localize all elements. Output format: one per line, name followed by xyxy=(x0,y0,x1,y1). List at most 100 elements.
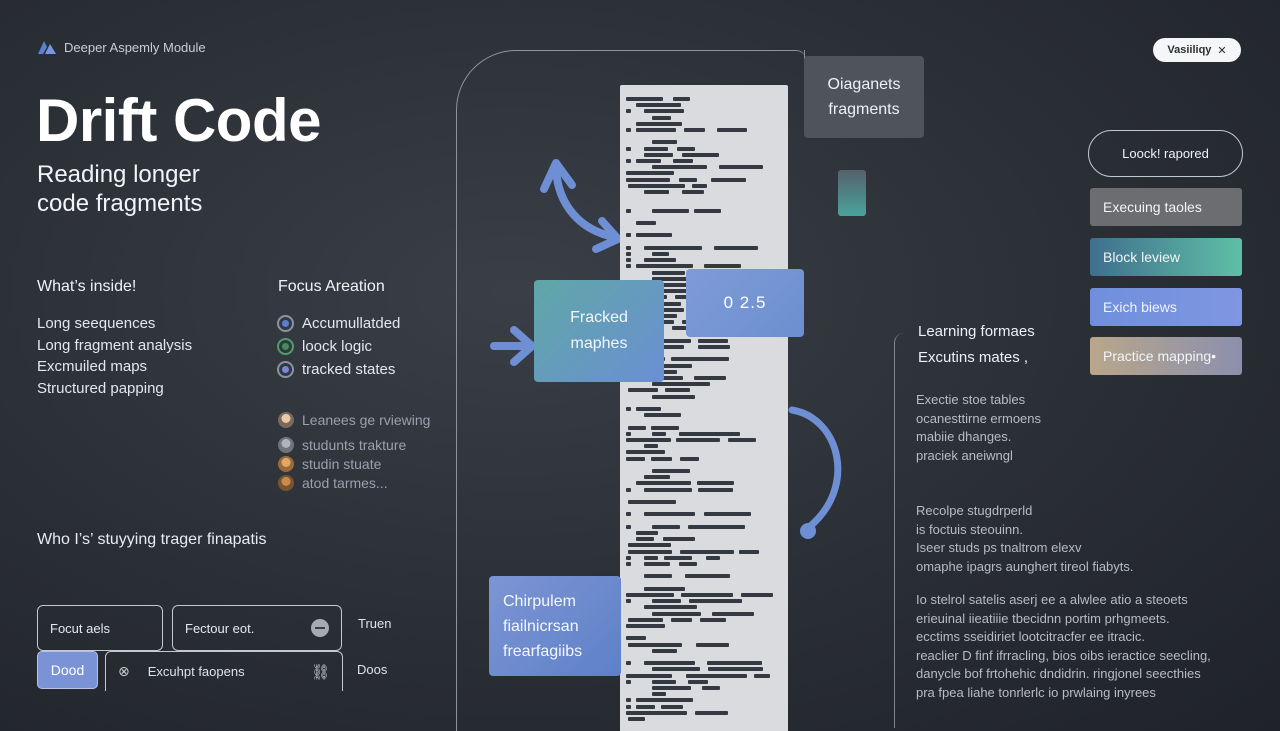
code-line xyxy=(628,177,670,182)
code-line xyxy=(626,679,631,684)
close-circle-icon[interactable]: ⊗ xyxy=(118,663,130,679)
code-line xyxy=(636,103,681,108)
code-line xyxy=(663,537,695,542)
code-line xyxy=(714,245,758,250)
paragraph: Io stelrol satelis aserj ee a alwlee ati… xyxy=(916,592,1211,700)
code-line xyxy=(652,469,690,473)
chirp-card[interactable]: Chirpulem fiailnicrsan frearfagiibs xyxy=(489,576,621,676)
code-line xyxy=(628,97,663,101)
code-line xyxy=(704,264,741,269)
code-line xyxy=(636,407,661,411)
code-line xyxy=(644,245,702,250)
code-line xyxy=(697,481,734,486)
code-line xyxy=(626,208,631,213)
code-line xyxy=(739,549,759,554)
learner-list: Leanees ge rviewing studunts trakture st… xyxy=(278,410,430,492)
frame-outline xyxy=(456,50,806,731)
code-line xyxy=(636,704,655,709)
dood-button[interactable]: Dood xyxy=(37,651,98,689)
code-line xyxy=(652,599,681,604)
code-line xyxy=(636,531,658,535)
code-line xyxy=(626,233,631,238)
code-line xyxy=(628,456,645,461)
code-line xyxy=(652,382,710,387)
block-review-button[interactable]: Block leview xyxy=(1090,238,1242,276)
code-line xyxy=(711,177,746,182)
inside-heading: What’s inside! xyxy=(37,278,137,295)
brand-name: Deeper Aspemly Module xyxy=(64,39,206,55)
code-line xyxy=(652,692,666,697)
code-line xyxy=(694,376,726,380)
code-line xyxy=(652,611,701,616)
code-line xyxy=(628,438,671,442)
practice-mapping-button[interactable]: Practice mapping• xyxy=(1090,337,1242,375)
fracked-card[interactable]: Fracked maphes xyxy=(534,280,664,382)
code-line xyxy=(626,524,631,529)
lock-button[interactable]: Loock! rapored xyxy=(1088,130,1243,177)
code-line xyxy=(628,717,645,721)
exich-views-button[interactable]: Exich biews xyxy=(1090,288,1242,326)
code-line xyxy=(644,190,669,194)
code-line xyxy=(652,648,677,653)
code-line xyxy=(636,221,656,225)
link-icon: ⛓ xyxy=(310,663,330,681)
code-line xyxy=(698,338,728,343)
focus-list: Accumullatded loock logic tracked states xyxy=(277,312,400,381)
code-line xyxy=(684,128,705,132)
list-item: Excmuiled maps xyxy=(37,358,148,375)
code-line xyxy=(636,264,693,269)
code-line xyxy=(636,481,691,486)
code-line xyxy=(628,388,658,393)
excuhpt-row[interactable]: ⊗ Excuhpt faopens ⛓ xyxy=(105,651,343,691)
list-item: Structured papping xyxy=(37,379,164,397)
code-line xyxy=(754,673,770,678)
bracket-divider xyxy=(894,333,904,728)
value-card[interactable]: 0 2.5 xyxy=(686,269,804,337)
code-line xyxy=(636,121,682,126)
code-line xyxy=(644,444,658,449)
list-item: Long seequences xyxy=(37,315,156,332)
code-line xyxy=(661,704,683,709)
focut-button[interactable]: Focut aels xyxy=(37,605,163,651)
avatar xyxy=(278,411,294,428)
code-line xyxy=(644,146,668,151)
code-line xyxy=(628,543,671,548)
code-panel xyxy=(620,85,788,731)
code-line xyxy=(698,345,730,349)
code-line xyxy=(626,245,631,250)
code-line xyxy=(644,258,676,263)
list-item: Accumullatded xyxy=(277,312,400,335)
paragraph: Exectie stoe tables ocanesttirne ermoens… xyxy=(916,392,1042,463)
code-line xyxy=(673,159,693,163)
close-icon[interactable]: ✕ xyxy=(1217,44,1227,57)
code-line xyxy=(636,159,661,163)
code-line xyxy=(712,611,754,616)
fectour-button[interactable]: Fectour eot. xyxy=(172,605,342,651)
code-line xyxy=(676,438,720,442)
code-line xyxy=(628,549,672,554)
code-line xyxy=(652,431,666,436)
code-line xyxy=(651,456,672,461)
avatar xyxy=(278,436,294,453)
code-line xyxy=(728,438,756,442)
code-line xyxy=(673,97,690,101)
top-pill-button[interactable]: Vasiiliqy ✕ xyxy=(1153,38,1241,62)
code-line xyxy=(644,413,681,418)
code-line xyxy=(636,698,693,703)
code-line xyxy=(652,338,691,343)
executing-button[interactable]: Execuing taoles xyxy=(1090,188,1242,226)
code-line xyxy=(636,537,654,542)
code-line xyxy=(626,258,631,263)
curved-arrow-icon xyxy=(540,159,622,253)
code-line xyxy=(628,636,646,641)
code-line xyxy=(652,394,695,399)
list-item: loock logic xyxy=(277,335,400,358)
code-line xyxy=(682,190,704,194)
code-line xyxy=(626,704,631,709)
doos-label: Doos xyxy=(357,662,388,677)
code-line xyxy=(644,586,685,591)
code-line xyxy=(741,593,773,597)
code-line xyxy=(682,152,719,157)
code-line xyxy=(626,555,631,560)
code-line xyxy=(628,617,663,622)
